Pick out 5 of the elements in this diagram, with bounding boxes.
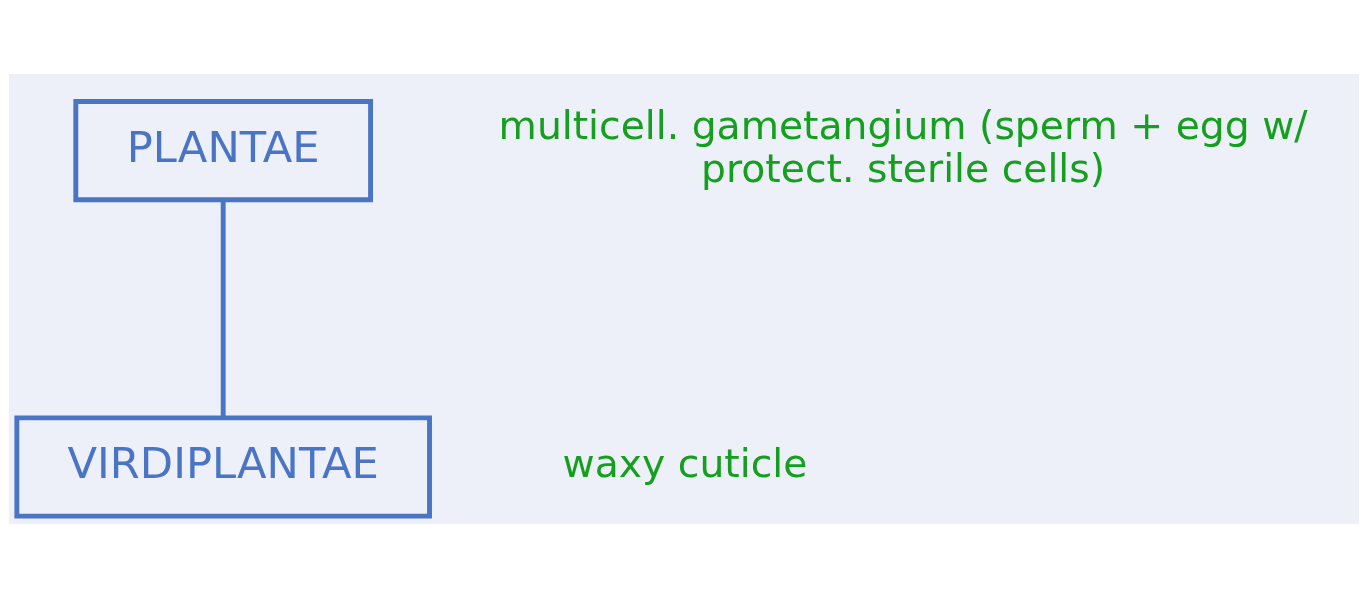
- node-box: VIRDIPLANTAE: [14, 414, 432, 519]
- node-box: PLANTAE: [73, 98, 374, 202]
- connector: [220, 199, 226, 418]
- label: multicell. gametangium (sperm + egg w/ protect. sterile cells): [498, 102, 1308, 191]
- label: waxy cuticle: [562, 440, 808, 486]
